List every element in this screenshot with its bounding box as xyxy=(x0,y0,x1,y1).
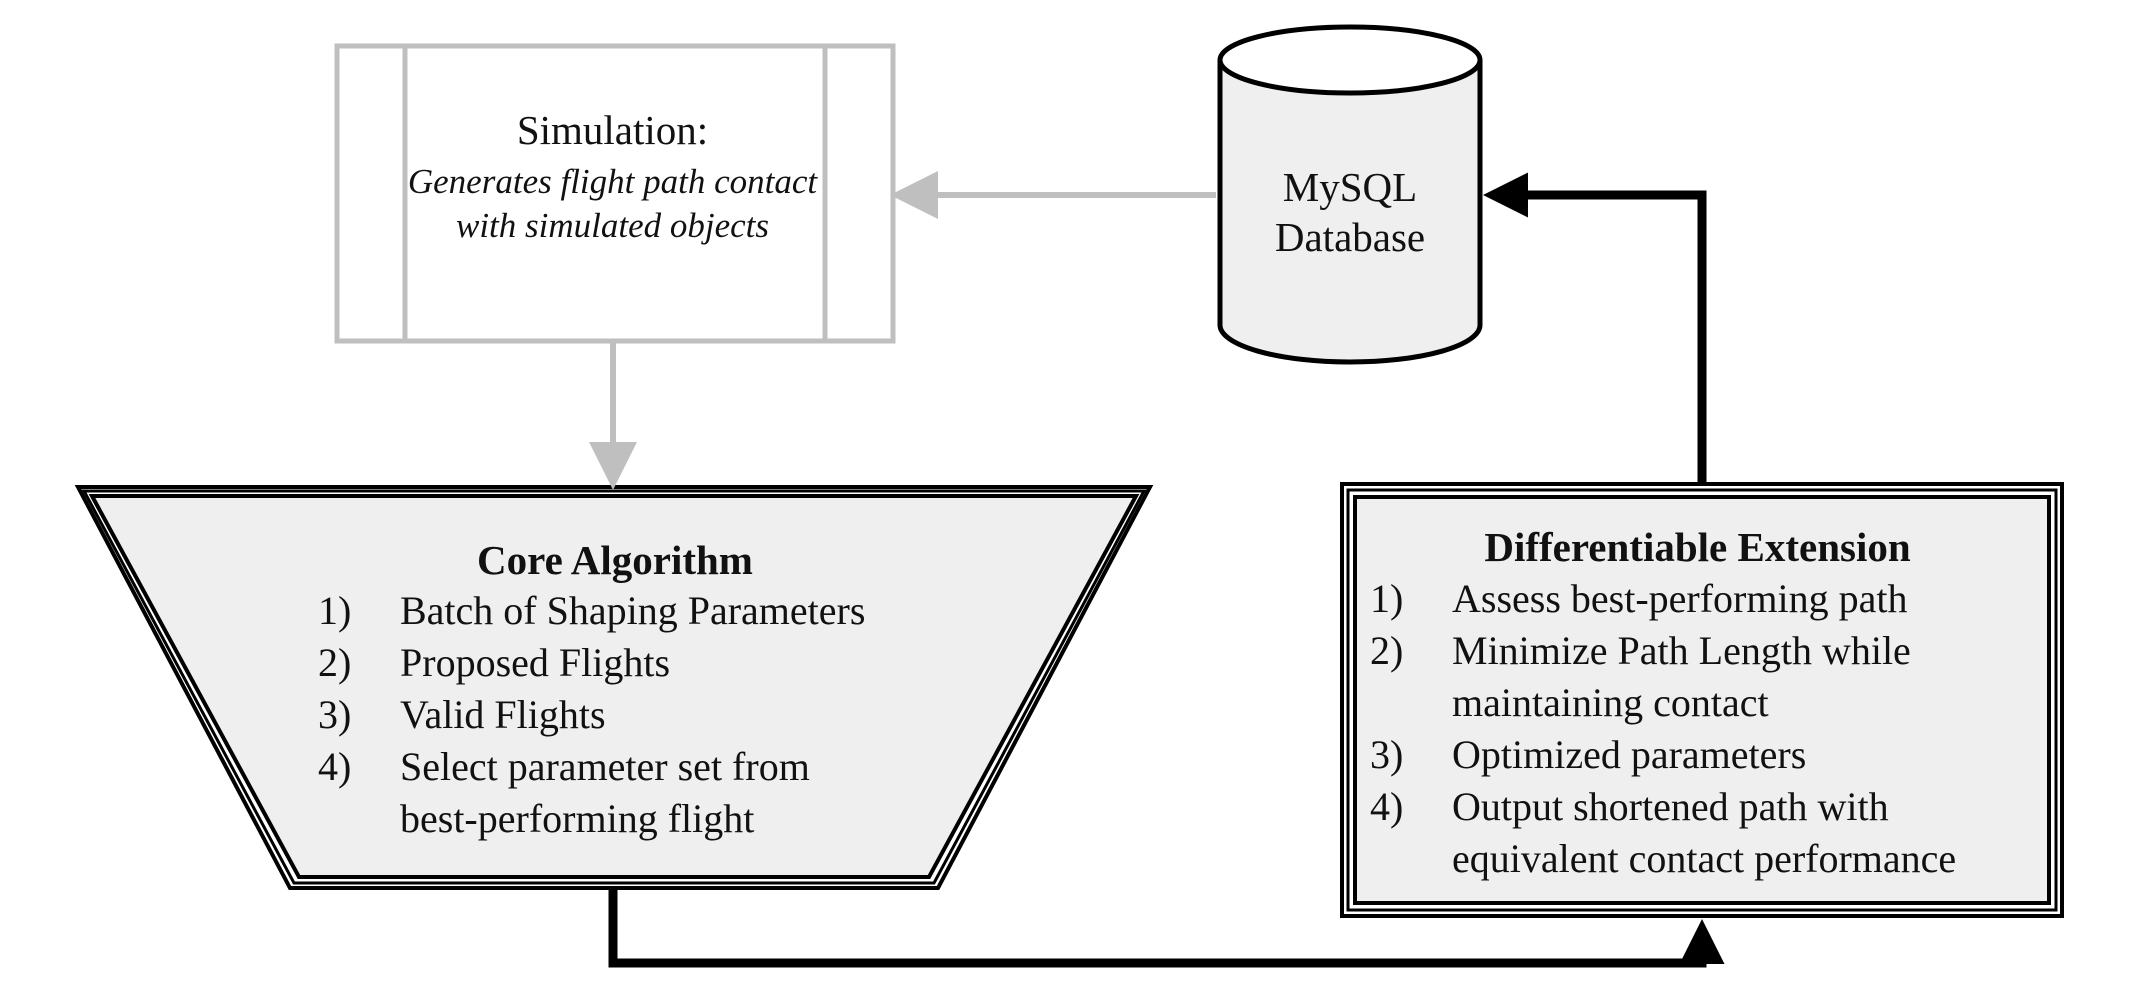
differentiable-extension-title: Differentiable Extension xyxy=(1484,524,1911,570)
arrow-core-to-extension xyxy=(608,890,1725,968)
core-step: 3) Valid Flights xyxy=(318,689,958,741)
step-text: Select parameter set from best-performin… xyxy=(400,744,810,841)
step-text: Valid Flights xyxy=(400,692,606,737)
core-algorithm-title: Core Algorithm xyxy=(477,537,753,583)
step-number: 2) xyxy=(1370,628,1404,673)
core-algorithm-steps: 1) Batch of Shaping Parameters 2) Propos… xyxy=(318,585,958,845)
step-number: 4) xyxy=(1370,784,1404,829)
simulation-description: Generates flight path contact with simul… xyxy=(407,162,818,245)
step-number: 3) xyxy=(1370,732,1404,777)
step-text: Minimize Path Length while maintaining c… xyxy=(1452,628,1911,725)
differentiable-extension-steps: 1) Assess best-performing path 2) Minimi… xyxy=(1370,573,2030,885)
simulation-title: Simulation: xyxy=(516,107,709,153)
extension-step: 4) Output shortened path with equivalent… xyxy=(1370,781,2030,885)
database-label: MySQL Database xyxy=(1220,162,1480,262)
step-number: 2) xyxy=(318,640,352,685)
step-text: Proposed Flights xyxy=(400,640,671,685)
simulation-box xyxy=(334,43,896,344)
extension-step: 3) Optimized parameters xyxy=(1370,729,2030,781)
step-text: Optimized parameters xyxy=(1452,732,1807,777)
extension-step: 2) Minimize Path Length while maintainin… xyxy=(1370,625,2030,729)
step-number: 3) xyxy=(318,692,352,737)
step-number: 1) xyxy=(318,588,352,633)
core-step: 1) Batch of Shaping Parameters xyxy=(318,585,958,637)
extension-step: 1) Assess best-performing path xyxy=(1370,573,2030,625)
arrow-extension-to-database xyxy=(1483,172,1707,482)
step-number: 4) xyxy=(318,744,352,789)
differentiable-extension-box xyxy=(1340,482,2064,918)
step-number: 1) xyxy=(1370,576,1404,621)
database-label-line1: MySQL xyxy=(1282,164,1418,210)
step-text: Assess best-performing path xyxy=(1452,576,1908,621)
core-step: 4) Select parameter set from best-perfor… xyxy=(318,741,958,845)
step-text: Batch of Shaping Parameters xyxy=(400,588,866,633)
database-label-line2: Database xyxy=(1274,214,1426,260)
core-step: 2) Proposed Flights xyxy=(318,637,958,689)
step-text: Output shortened path with equivalent co… xyxy=(1452,784,1957,881)
database-cylinder xyxy=(1217,24,1483,365)
core-algorithm-box xyxy=(74,485,1154,890)
